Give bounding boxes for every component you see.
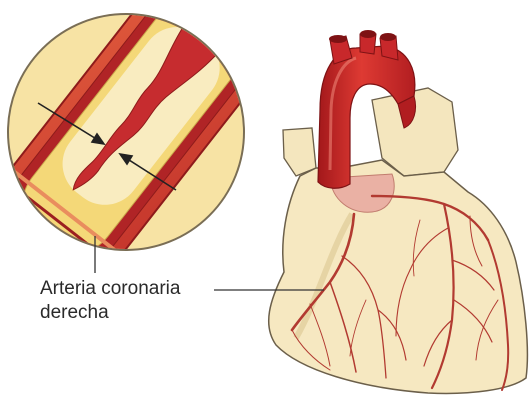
heart-body: [269, 160, 528, 393]
label-right-coronary-line1: Arteria coronaria: [40, 279, 180, 298]
right-auricle: [283, 128, 316, 176]
artery-inset: [0, 0, 289, 301]
label-right-coronary-line2: derecha: [40, 303, 109, 322]
